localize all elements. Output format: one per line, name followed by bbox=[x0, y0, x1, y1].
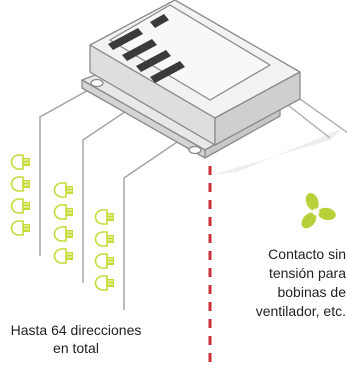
contact-caption-line-2: tensión para bbox=[268, 265, 346, 281]
light-bulb-icon bbox=[94, 275, 114, 291]
light-bulb-icon bbox=[53, 204, 73, 220]
light-bulb-icon bbox=[53, 182, 73, 198]
light-bulb-icon bbox=[10, 176, 30, 192]
light-bulb-icon bbox=[10, 198, 30, 214]
light-bulb-icon bbox=[10, 154, 30, 170]
light-bulb-icon bbox=[10, 220, 30, 236]
controller-device bbox=[81, 0, 301, 159]
addresses-caption-line-2: en total bbox=[53, 340, 99, 356]
fan-icon bbox=[301, 192, 336, 229]
light-bulb-icon bbox=[53, 248, 73, 264]
light-bulb-icon bbox=[53, 226, 73, 242]
addresses-caption: Hasta 64 direcciones en total bbox=[0, 321, 160, 357]
contact-caption-line-1: Contacto sin bbox=[268, 246, 346, 262]
light-bulbs bbox=[10, 154, 114, 291]
light-bulb-icon bbox=[94, 253, 114, 269]
contact-caption: Contacto sin tensión para bobinas de ven… bbox=[210, 245, 346, 321]
light-bulb-icon bbox=[94, 209, 114, 225]
light-bulb-icon bbox=[94, 231, 114, 247]
contact-caption-line-4: ventilador, etc. bbox=[255, 303, 346, 319]
contact-caption-line-3: bobinas de bbox=[277, 284, 346, 300]
addresses-caption-line-1: Hasta 64 direcciones bbox=[10, 322, 142, 338]
terminal-slots bbox=[108, 14, 185, 83]
